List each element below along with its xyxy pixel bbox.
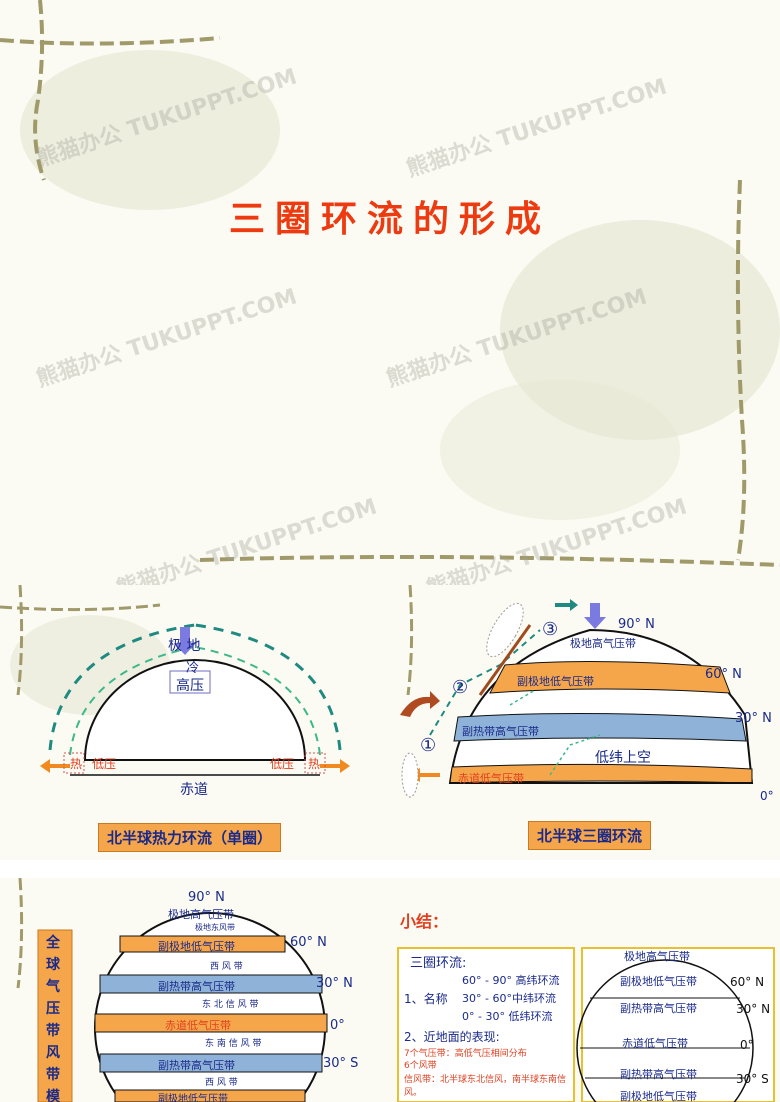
band-subpolar-low-s: 副极地低气压带 (158, 1094, 228, 1102)
band-westerlies: 西 风 带 (210, 962, 243, 972)
right-band-equatorial-low: 赤道低气压带 (622, 1037, 688, 1050)
single-cell-diagram (0, 585, 350, 776)
cold-label: 冷 (186, 661, 200, 676)
lat-0-label: 0° (330, 1018, 345, 1033)
side-title: 全球气压带风带模式 (46, 935, 60, 1102)
hot-right-label: 热 (308, 757, 321, 771)
subtropical-high-label: 副热带高气压带 (462, 725, 539, 738)
right-band-polar-high: 极地高气压带 (624, 950, 690, 963)
three-cell-diagram (400, 585, 754, 798)
band-ne-trades: 东 北 信 风 带 (202, 1000, 259, 1010)
wind-belts-text: 6个风带 (404, 1061, 437, 1071)
equatorial-low-label: 赤道低气压带 (458, 772, 524, 785)
equator-label: 赤道 (180, 782, 208, 798)
slide-title-text: 三圈环流的形成 (228, 198, 551, 240)
circle-2: ② (452, 677, 469, 698)
right-band-subtropical-high: 副热带高气压带 (620, 1002, 697, 1015)
outer-arc-right (194, 623, 342, 751)
lat-30s-label: 30° S (323, 1056, 359, 1071)
low-latitude-upper-label: 低纬上空 (595, 750, 651, 766)
band-subtropical-high-s: 副热带高气压带 (158, 1059, 235, 1072)
right-lat-60: 60° N (730, 975, 765, 989)
pole-label: 极 地 (168, 638, 201, 654)
lat-90-label: 90° N (618, 617, 655, 632)
trade-winds-text: 信风带：北半球东北信风，南半球东南信风。 (404, 1075, 567, 1098)
hot-left-label: 热 (70, 757, 83, 771)
outer-arc-left (48, 623, 196, 751)
single-cell-caption: 北半球热力环流（单圈） (98, 823, 282, 852)
low-left-label: 低压 (92, 757, 117, 771)
band-polar-high: 极地高气压带 (168, 908, 234, 921)
lat-60-label: 60° N (705, 667, 742, 682)
right-band-subpolar-low: 副极地低气压带 (620, 975, 697, 988)
slide-single-cell: 极 地 冷 高压 热 低压 低压 热 赤道 北半球热力环流（单圈） (0, 585, 390, 860)
lat-30n-label: 30° N (316, 976, 353, 991)
circle-1: ① (420, 735, 437, 756)
hemisphere (83, 659, 307, 761)
lat-60n-label: 60° N (290, 935, 327, 950)
band-subtropical-high: 副热带高气压带 (158, 980, 235, 993)
circulation-mid: 30° - 60°中纬环流 (462, 992, 556, 1005)
lat-90-label: 90° N (188, 890, 225, 905)
right-lat-0: 0° (740, 1038, 754, 1052)
slide-global-belts: 全球气压带风带模式 90° N 极地高气压带 极地东风带 60° N 副极地低气… (0, 878, 390, 1102)
global-belts-diagram (16, 878, 328, 1102)
band-equatorial-low: 赤道低气压带 (165, 1019, 231, 1032)
decorative-background (0, 0, 780, 567)
pressure-belts-text: 7个气压带：高低气压相间分布 (404, 1049, 527, 1059)
polar-east-label: 极地东风带 (195, 923, 235, 932)
right-band-subpolar-low-s: 副极地低气压带 (620, 1090, 697, 1102)
circle-3: ③ (542, 619, 559, 640)
high-pressure-label: 高压 (176, 678, 204, 694)
lat-0-label: 0° (760, 789, 774, 803)
slide-summary: 小结： 三圈环流: 1、名称 60° - 90° 高纬环流 30° - 60°中… (390, 878, 780, 1102)
three-cell-caption: 北半球三圈环流 (528, 821, 652, 850)
surface-label: 2、近地面的表现: (404, 1030, 500, 1044)
right-band-subtropical-high-s: 副热带高气压带 (620, 1068, 697, 1081)
lat-30-label: 30° N (735, 711, 772, 726)
summary-heading: 小结： (400, 912, 449, 931)
right-lat-30: 30° N (736, 1002, 771, 1016)
polar-high-label: 极地高气压带 (570, 637, 636, 650)
band-se-trades: 东 南 信 风 带 (205, 1039, 262, 1049)
band-westerlies-s: 西 风 带 (205, 1078, 238, 1088)
right-lat-30s: 30° S (736, 1072, 769, 1086)
summary-diagram (397, 947, 775, 1102)
slide-title: 熊猫办公 TUKUPPT.COM 熊猫办公 TUKUPPT.COM 熊猫办公 T… (0, 0, 780, 585)
box-title: 三圈环流: (410, 956, 467, 971)
subpolar-low-label: 副极地低气压带 (517, 675, 594, 688)
band-subpolar-low: 副极地低气压带 (158, 940, 235, 953)
low-right-label: 低压 (270, 757, 295, 771)
circulation-high: 60° - 90° 高纬环流 (462, 974, 560, 987)
circulation-low: 0° - 30° 低纬环流 (462, 1010, 553, 1023)
slide-three-cells: 90° N 极地高气压带 60° N 副极地低气压带 30° N 副热带高气压带… (390, 585, 780, 860)
name-label: 1、名称 (404, 992, 448, 1006)
